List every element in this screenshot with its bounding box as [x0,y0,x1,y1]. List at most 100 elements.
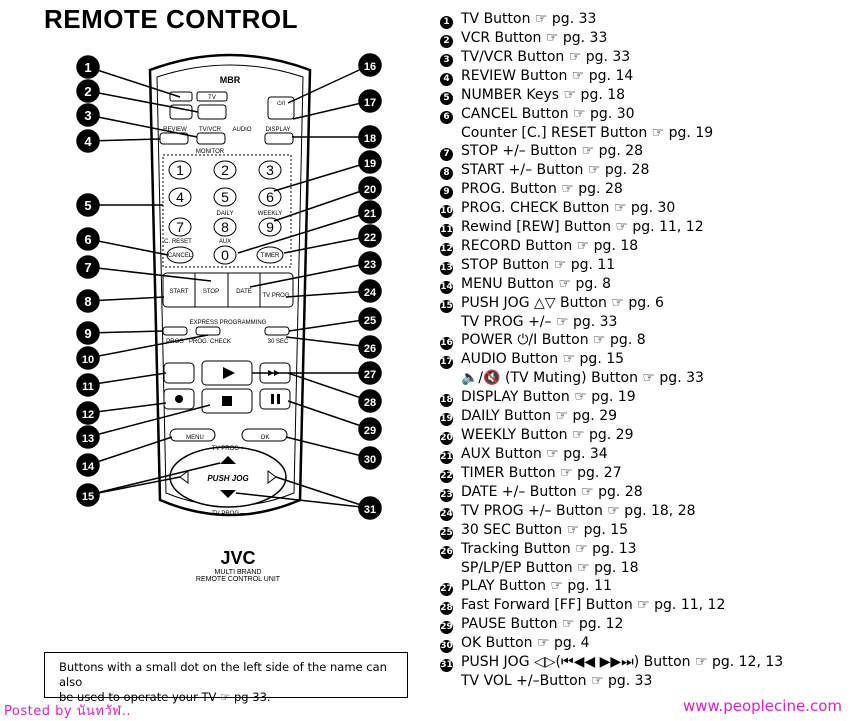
item-text: START +/– Button ☞ pg. 28 [461,162,650,179]
item-text: AUDIO Button ☞ pg. 15 [461,351,625,368]
index-item: 11 Rewind [REW] Button ☞ pg. 11, 12 [440,218,845,238]
item-text: 30 SEC Button ☞ pg. 15 [461,521,629,538]
tvprog-top-label: TV PROG + [212,446,245,452]
index-item: TV PROG +/– ☞ pg. 33 [440,313,845,331]
svg-text:29: 29 [364,425,376,437]
item-number-badge: 28 [440,601,453,615]
progcheck-label: PROG. CHECK [189,339,231,345]
item-number-badge: 3 [440,54,453,67]
item-text: DATE +/– Button ☞ pg. 28 [461,483,643,500]
svg-text:2: 2 [221,162,229,178]
svg-text:15: 15 [82,491,94,503]
audio-label: AUDIO [232,127,251,133]
note-box: Buttons with a small dot on the left sid… [44,652,408,704]
svg-text:5: 5 [221,189,229,205]
index-item: Counter [C.] RESET Button ☞ pg. 19 [440,124,845,142]
item-text: TV VOL +/–Button ☞ pg. 33 [461,672,653,689]
brand-name: JVC [220,548,256,568]
svg-text:1: 1 [176,162,184,178]
item-number-badge: 14 [440,281,453,295]
item-text: REVIEW Button ☞ pg. 14 [461,68,634,84]
item-number-badge: 27 [440,582,453,596]
item-text: Tracking Button ☞ pg. 13 [461,540,637,557]
tv-label: TV [208,95,216,101]
svg-text:17: 17 [364,97,376,109]
item-number-badge: 25 [440,526,453,540]
svg-text:12: 12 [82,409,94,421]
power-label: ⏻/I [277,100,285,107]
ok-label: OK [261,435,270,441]
item-text: POWER ⏻/I Button ☞ pg. 8 [461,332,646,349]
item-number-badge: 8 [440,167,453,181]
item-text: AUX Button ☞ pg. 34 [461,445,608,462]
svg-text:9: 9 [266,219,274,235]
item-number-badge: 26 [440,545,453,559]
remote-brand-block: JVC MULTI BRAND REMOTE CONTROL UNIT [178,548,298,583]
svg-text:9: 9 [84,326,91,341]
item-text: PROG. CHECK Button ☞ pg. 30 [461,200,676,217]
item-text: PUSH JOG ◁▷(⏮◀◀ ▶▶⏭) Button ☞ pg. 12, 13 [461,653,784,670]
sec30-label: 30 SEC [268,339,289,345]
item-text: DAILY Button ☞ pg. 29 [461,407,618,424]
svg-text:30: 30 [364,454,376,466]
svg-text:6: 6 [84,232,91,247]
item-number-badge: 1 [440,16,453,29]
item-text: TIMER Button ☞ pg. 27 [461,464,622,481]
item-number-badge: 19 [440,412,453,426]
item-number-badge: 4 [440,73,453,86]
index-item: 26 Tracking Button ☞ pg. 13 [440,540,845,559]
page-title: REMOTE CONTROL [44,4,298,34]
pushjog-label: PUSH JOG [207,474,248,483]
item-text: VCR Button ☞ pg. 33 [461,30,608,46]
item-text: Fast Forward [FF] Button ☞ pg. 11, 12 [461,596,726,613]
item-text: PLAY Button ☞ pg. 11 [461,577,612,594]
menu-label: MENU [186,435,204,441]
svg-text:4: 4 [176,189,184,205]
item-text: SP/LP/EP Button ☞ pg. 18 [461,559,639,576]
display-label: DISPLAY [266,127,291,133]
index-item: 8 START +/– Button ☞ pg. 28 [440,161,845,181]
svg-text:19: 19 [364,158,376,170]
svg-text:7: 7 [84,260,91,275]
express-label: EXPRESS PROGRAMMING [190,320,267,326]
number-keys: 1 2 3 4 5 6 DAILY WEEKLY 7 8 9 AUX 0 [168,160,282,265]
item-number-badge: 10 [440,205,453,219]
item-text: TV PROG +/– ☞ pg. 33 [461,314,618,331]
mbr-label: MBR [220,75,241,85]
tvprog-label: TV PROG [262,293,289,299]
model-line-1: MULTI BRAND [214,569,262,576]
svg-text:6: 6 [266,189,274,205]
site-url-link[interactable]: www.peoplecine.com [683,697,842,715]
index-item: 1 TV Button ☞ pg. 33 [440,10,845,29]
index-item: SP/LP/EP Button ☞ pg. 18 [440,559,845,577]
item-text: STOP +/– Button ☞ pg. 28 [461,143,644,160]
item-number-badge: 20 [440,431,453,445]
item-number-badge: 11 [440,224,453,238]
callouts: 1 2 3 4 5 6 7 8 9 10 11 12 13 14 15 16 1… [76,53,382,520]
date-label: DATE [236,289,252,295]
index-item: TV VOL +/–Button ☞ pg. 33 [440,672,845,690]
item-text: TV Button ☞ pg. 33 [461,11,597,27]
item-text: OK Button ☞ pg. 4 [461,634,590,651]
index-item: 🔈/🔇 (TV Muting) Button ☞ pg. 33 [440,369,845,387]
tvvcr-label: TV/VCR [199,127,222,133]
index-item: 10 PROG. CHECK Button ☞ pg. 30 [440,199,845,219]
svg-text:31: 31 [364,504,376,516]
svg-text:2: 2 [84,84,91,99]
daily-label: DAILY [217,211,234,217]
svg-text:14: 14 [82,461,95,473]
item-text: Rewind [REW] Button ☞ pg. 11, 12 [461,219,704,236]
item-text: 🔈/🔇 (TV Muting) Button ☞ pg. 33 [461,370,704,387]
svg-text:20: 20 [364,184,376,196]
review-label: REVIEW [163,127,187,133]
